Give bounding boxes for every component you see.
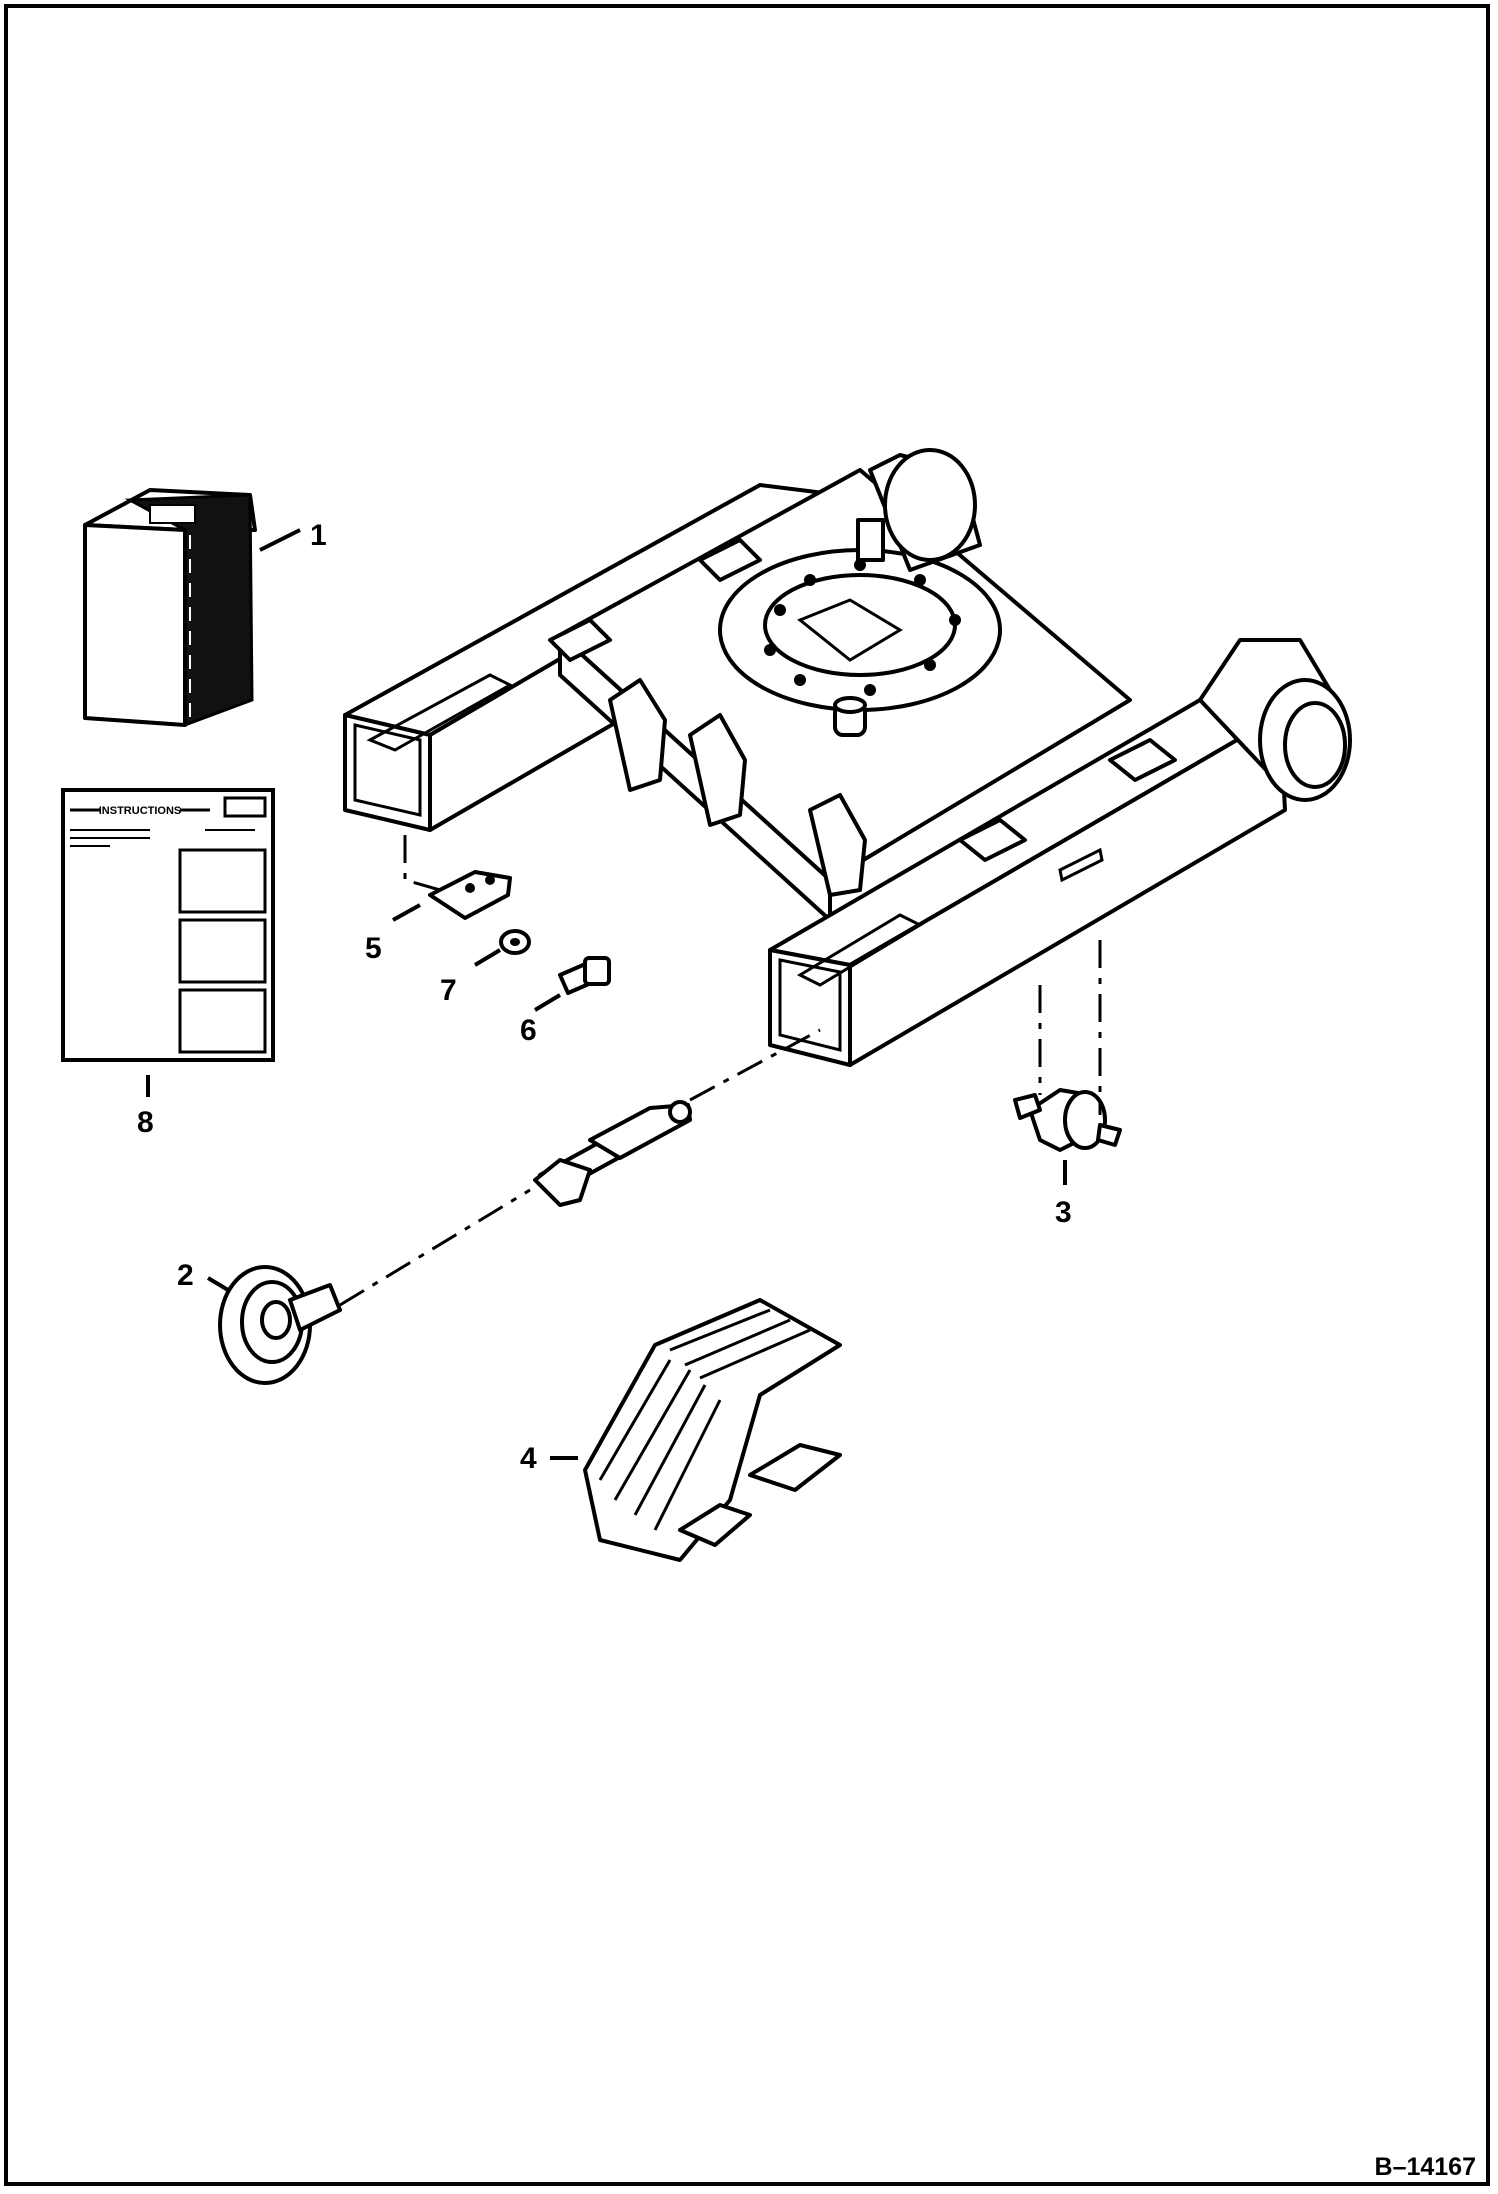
callout-7: 7	[440, 974, 457, 1007]
bolt-part	[558, 956, 611, 995]
undercarriage-frame	[343, 448, 1352, 1067]
leader-1	[259, 528, 301, 552]
figure-id: B–14167	[1375, 2153, 1476, 2181]
track-idler-part	[218, 1265, 342, 1385]
leader-5	[392, 903, 421, 922]
centerline-plate	[403, 835, 441, 892]
callout-1: 1	[310, 519, 327, 552]
callout-2: 2	[177, 1259, 194, 1292]
manual-box-part	[83, 488, 257, 728]
track-adjuster-part	[533, 1100, 692, 1207]
instruction-sheet-part: INSTRUCTIONS	[61, 788, 275, 1062]
leader-6	[533, 993, 562, 1012]
leader-7	[473, 948, 502, 967]
callout-5: 5	[365, 932, 382, 965]
leader-2	[206, 1276, 230, 1292]
leader-lines	[146, 528, 1102, 1460]
washer-part	[499, 929, 531, 955]
callout-4: 4	[520, 1442, 537, 1475]
centerline-idler	[339, 1188, 531, 1307]
track-roller-part	[1013, 1088, 1122, 1152]
mounting-plate-part	[428, 870, 512, 920]
callout-8: 8	[137, 1106, 154, 1139]
callout-6: 6	[520, 1014, 537, 1047]
track-chain-part	[583, 1298, 842, 1562]
page-frame	[4, 4, 1490, 2186]
instruction-sheet-heading: INSTRUCTIONS	[99, 805, 182, 817]
centerline-adjuster	[689, 1028, 821, 1102]
callout-3: 3	[1055, 1196, 1072, 1229]
